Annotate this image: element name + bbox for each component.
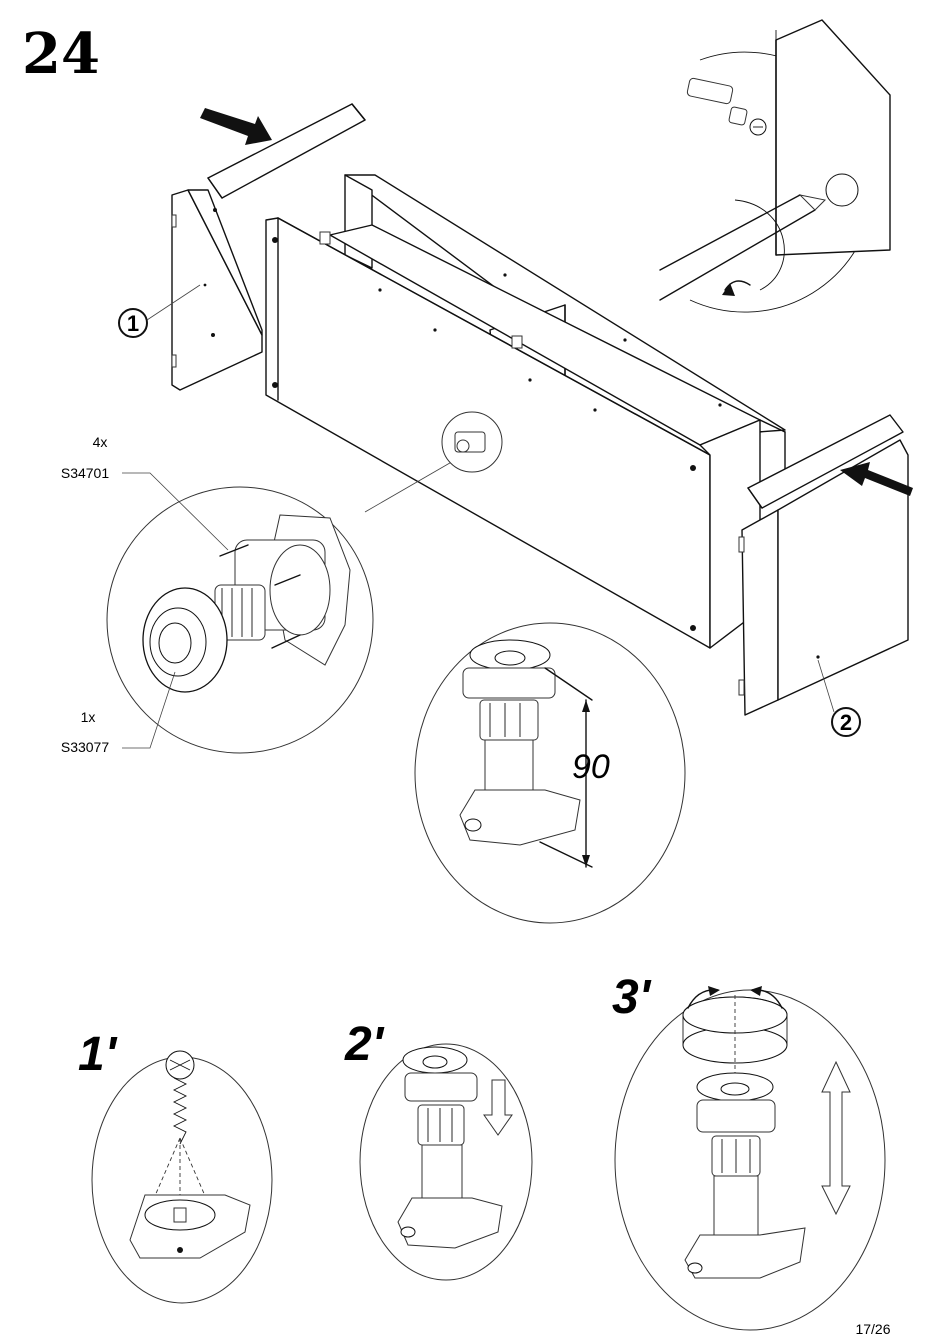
svg-text:3': 3' bbox=[612, 971, 652, 1024]
step-number: 24 bbox=[22, 21, 100, 87]
part-label-foot: 1x S33077 bbox=[61, 672, 175, 755]
page-number: 17/26 bbox=[855, 1321, 890, 1337]
svg-text:S33077: S33077 bbox=[61, 739, 109, 755]
svg-text:2: 2 bbox=[840, 710, 852, 735]
substep-1: 1' bbox=[78, 1028, 272, 1303]
svg-text:1: 1 bbox=[127, 311, 139, 336]
right-side-panel bbox=[739, 415, 908, 715]
svg-text:1': 1' bbox=[78, 1028, 118, 1081]
svg-text:2': 2' bbox=[344, 1018, 385, 1071]
screwdriver-detail-circle bbox=[660, 20, 890, 312]
svg-text:1x: 1x bbox=[81, 709, 96, 725]
adjust-height-arrow-icon bbox=[822, 1062, 850, 1214]
foot-height-detail: 90 bbox=[415, 623, 685, 923]
svg-text:4x: 4x bbox=[93, 434, 108, 450]
svg-text:S34701: S34701 bbox=[61, 465, 109, 481]
height-dimension: 90 bbox=[572, 748, 610, 786]
substep-2: 2' bbox=[344, 1018, 532, 1280]
substep-3: 3' bbox=[612, 971, 885, 1330]
insert-arrow-left bbox=[200, 108, 272, 145]
arrow-down-icon bbox=[484, 1080, 512, 1135]
